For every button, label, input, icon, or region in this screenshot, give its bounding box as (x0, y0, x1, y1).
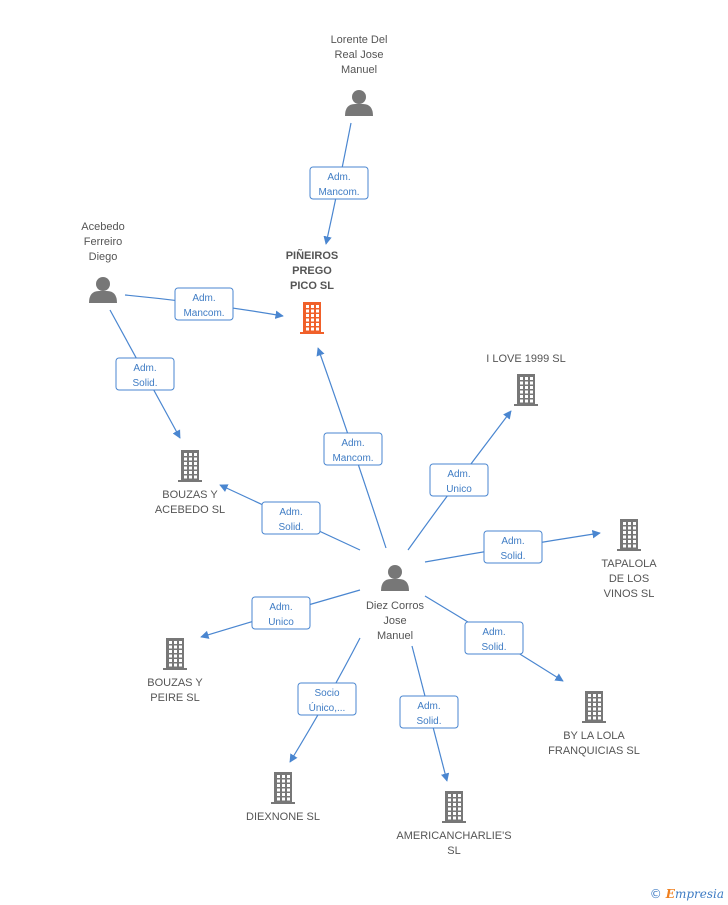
node-label: BY LA LOLA (563, 730, 625, 742)
building-icon (442, 791, 466, 823)
edge-label-text: Solid. (278, 522, 303, 533)
building-icon (582, 691, 606, 723)
edge-label-box[interactable] (309, 166, 369, 200)
company-node-bouzas_acebedo[interactable]: BOUZAS Y ACEBEDO SL (155, 450, 225, 516)
edge-label-text: Socio (314, 688, 339, 699)
edge-label-box[interactable] (399, 695, 459, 729)
building-icon (178, 450, 202, 482)
edge-label-box[interactable] (323, 432, 383, 466)
edge-acebedo-to-bouzas_acebedo: Adm. Solid. (109, 309, 181, 439)
company-node-bylola[interactable]: BY LA LOLA FRANQUICIAS SL (548, 691, 640, 757)
node-label: BOUZAS Y (162, 489, 218, 501)
edge-label-text: Mancom. (318, 187, 359, 198)
building-icon (617, 519, 641, 551)
node-label: Real Jose (335, 49, 384, 61)
edge-lorente-to-pineiros: Adm. Mancom. (309, 122, 369, 245)
node-label: Acebedo (81, 221, 124, 233)
empresia-logo[interactable]: ©Empresia (650, 887, 724, 901)
edge-label-box[interactable] (483, 530, 543, 564)
node-label: TAPALOLA (601, 558, 657, 570)
copyright-symbol: © (649, 887, 662, 901)
edge-label-text: Unico (446, 484, 472, 495)
edge-label-text: Adm. (269, 602, 292, 613)
node-label: ACEBEDO SL (155, 504, 225, 516)
company-node-americancharlies[interactable]: AMERICANCHARLIE'S SL (396, 791, 512, 857)
node-label: DE LOS (609, 573, 649, 585)
edge-label-text: Adm. (133, 363, 156, 374)
edge-label-text: Adm. (279, 507, 302, 518)
node-label: PIÑEIROS (286, 249, 339, 262)
node-label: PEIRE SL (150, 692, 200, 704)
edge-diez-to-bylola: Adm. Solid. (424, 595, 564, 682)
edge-label-box[interactable] (464, 621, 524, 655)
building-icon (163, 638, 187, 670)
edge-label-text: Adm. (447, 469, 470, 480)
node-label: DIEXNONE SL (246, 811, 320, 823)
node-label: Lorente Del (331, 34, 388, 46)
edge-label-text: Mancom. (183, 308, 224, 319)
company-node-pineiros[interactable]: PIÑEIROS PREGO PICO SL (286, 249, 339, 334)
edge-label-box[interactable] (297, 682, 357, 716)
edge-label-text: Mancom. (332, 453, 373, 464)
company-node-bouzas_peire[interactable]: BOUZAS Y PEIRE SL (147, 638, 203, 704)
node-label: Ferreiro (84, 236, 123, 248)
edge-diez-to-diexnone: SocioÚnico,... (289, 637, 361, 763)
company-node-diexnone[interactable]: DIEXNONE SL (246, 772, 320, 823)
edge-label-box[interactable] (115, 357, 175, 391)
edge-label-text: Unico (268, 617, 294, 628)
edge-diez-to-bouzas_peire: Adm. Unico (200, 589, 361, 639)
node-label: Diez Corros (366, 600, 425, 612)
node-label: I LOVE 1999 SL (486, 353, 566, 365)
edge-label-box[interactable] (174, 287, 234, 321)
node-label: PREGO (292, 265, 332, 277)
node-label: AMERICANCHARLIE'S (396, 830, 511, 842)
node-label: FRANQUICIAS SL (548, 745, 640, 757)
node-label: SL (447, 845, 460, 857)
edge-label-text: Adm. (341, 438, 364, 449)
edge-diez-to-pineiros: Adm. Mancom. (316, 347, 387, 549)
node-label: BOUZAS Y (147, 677, 203, 689)
brand-initial: E (665, 887, 675, 901)
edge-diez-to-tapalola: Adm. Solid. (424, 530, 601, 564)
edge-label-box[interactable] (261, 501, 321, 535)
edge-label-text: Adm. (417, 701, 440, 712)
edge-label-text: Adm. (482, 627, 505, 638)
node-label: Diego (89, 251, 118, 263)
node-label: Jose (383, 615, 406, 627)
edge-diez-to-ilove: Adm. Unico (407, 410, 512, 551)
node-label: Manuel (341, 64, 377, 76)
edge-label-text: Adm. (501, 536, 524, 547)
edge-label-box[interactable] (251, 596, 311, 630)
edge-label-text: Solid. (416, 716, 441, 727)
person-icon (345, 90, 373, 116)
building-icon (514, 374, 538, 406)
edge-label-text: Solid. (132, 378, 157, 389)
edge-label-text: Adm. (192, 293, 215, 304)
edge-label-box[interactable] (429, 463, 489, 497)
building-icon (300, 302, 324, 334)
edge-acebedo-to-pineiros: Adm. Mancom. (124, 287, 284, 321)
edge-diez-to-americancharlies: Adm. Solid. (399, 645, 459, 782)
person-icon (381, 565, 409, 591)
company-node-ilove[interactable]: I LOVE 1999 SL (486, 353, 566, 406)
company-node-tapalola[interactable]: TAPALOLA DE LOS VINOS SL (601, 519, 657, 600)
node-label: PICO SL (290, 280, 334, 292)
brand-name: mpresia (674, 887, 724, 901)
node-label: VINOS SL (604, 588, 655, 600)
node-label: Manuel (377, 630, 413, 642)
edge-diez-to-bouzas_acebedo: Adm. Solid. (219, 484, 361, 551)
edge-label-text: Solid. (481, 642, 506, 653)
building-icon (271, 772, 295, 804)
edge-label-text: Adm. (327, 172, 350, 183)
edge-label-text: Solid. (500, 551, 525, 562)
edge-label-text: Único,... (309, 701, 346, 714)
person-icon (89, 277, 117, 303)
